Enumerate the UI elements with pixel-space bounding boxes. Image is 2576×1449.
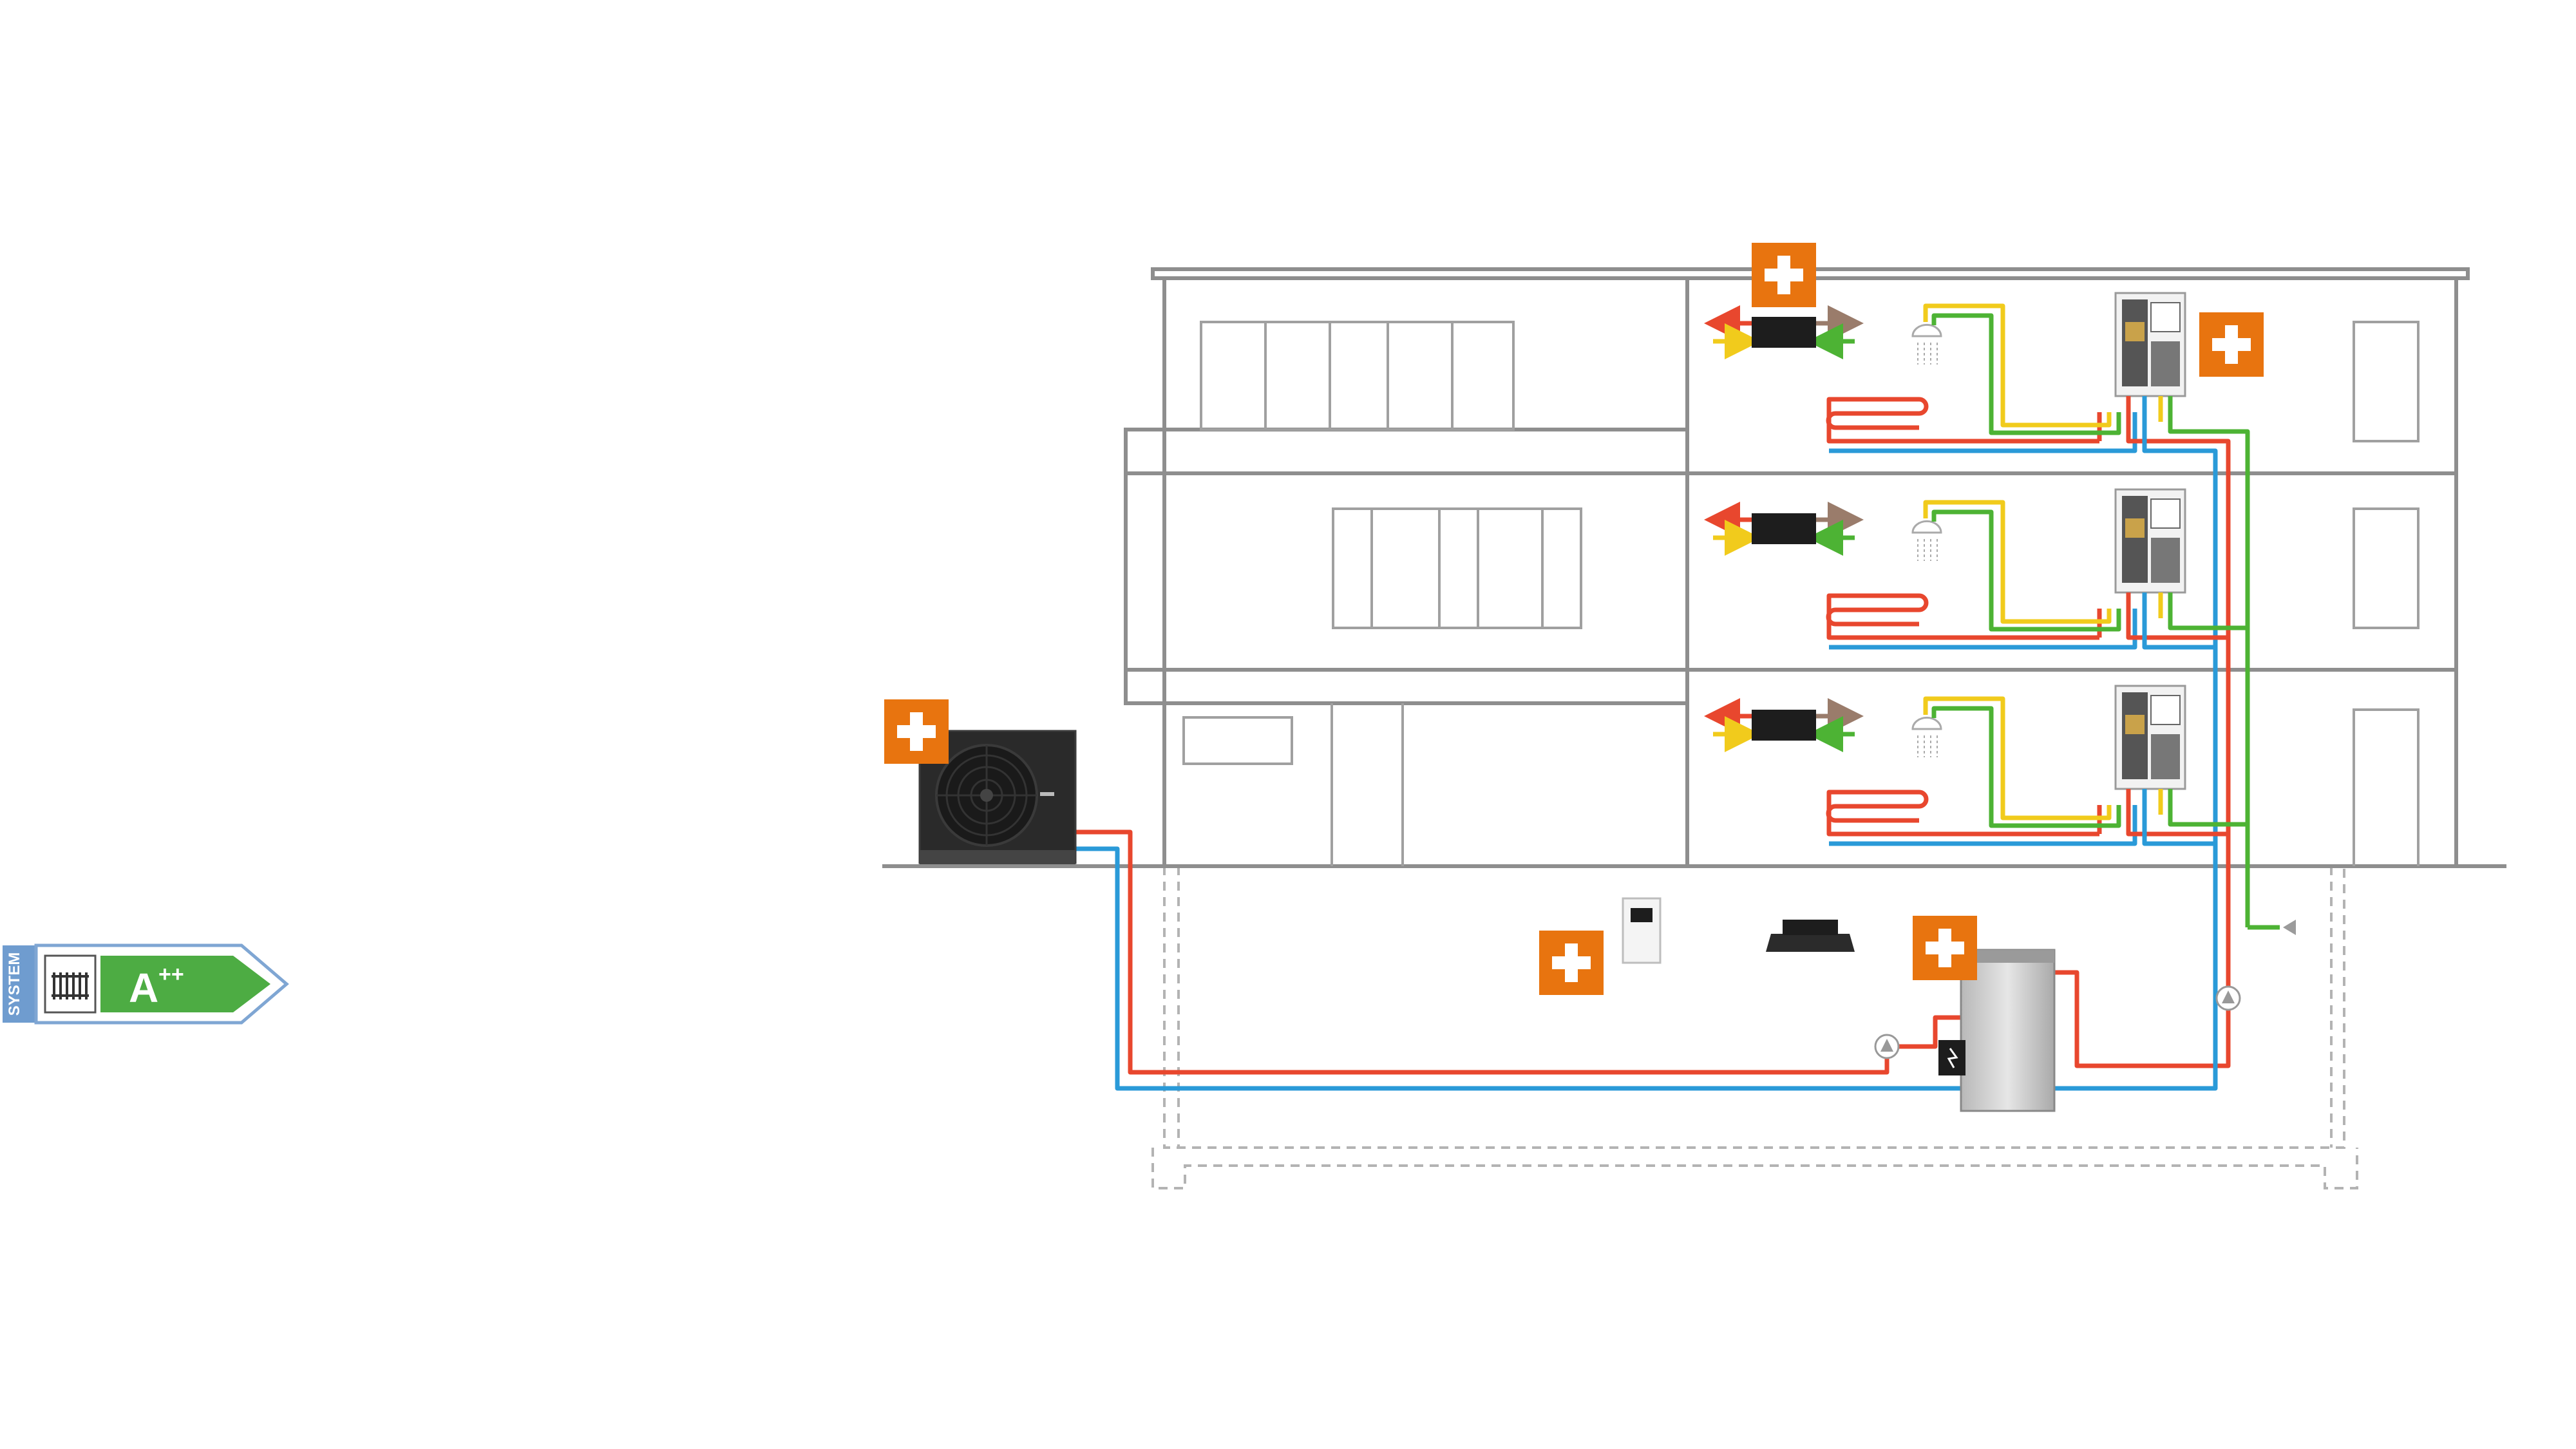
station-icon	[2114, 685, 2186, 790]
plus-icon	[1926, 929, 1964, 967]
pump-icon	[2215, 985, 2241, 1011]
storage-plus-button[interactable]	[1913, 916, 1977, 980]
ventilation-unit	[1704, 698, 1864, 752]
plus-icon	[1552, 943, 1591, 982]
ventilation-plus-button[interactable]	[1752, 243, 1816, 307]
building	[1124, 267, 2470, 868]
shower-icon	[1911, 716, 1942, 757]
station-icon	[2114, 292, 2186, 397]
controller-plus-button[interactable]	[1539, 931, 1604, 995]
energy-label-radiator-box	[44, 954, 97, 1014]
station-icon	[2114, 488, 2186, 594]
ventilation-box-icon	[1752, 513, 1816, 544]
basement-outline	[1151, 866, 2358, 1189]
energy-label-side	[3, 945, 36, 1023]
inlet-arrow-icon	[2283, 920, 2296, 935]
energy-label: SYSTEM A ++	[3, 943, 289, 1025]
heat-pump-outdoor-unit	[918, 730, 1077, 864]
ventilation-box-icon	[1752, 710, 1816, 741]
ventilation-box-icon	[1752, 317, 1816, 348]
energy-label-arrow	[100, 956, 270, 1012]
pump-icon	[1874, 1034, 1900, 1059]
floor-1	[1704, 488, 2248, 650]
energy-rating: A	[129, 965, 158, 1011]
plus-icon	[897, 712, 936, 751]
apartment-station-plus-button[interactable]	[2199, 312, 2264, 377]
fan-icon	[935, 744, 1038, 847]
shower-icon	[1911, 520, 1942, 561]
gateway-icon	[1766, 920, 1855, 952]
ventilation-unit	[1704, 305, 1864, 359]
controller-icon	[1622, 897, 1662, 964]
floor-2	[1704, 292, 2250, 927]
shower-icon	[1911, 323, 1942, 365]
plus-icon	[2212, 325, 2251, 364]
energy-rating-sup: ++	[158, 962, 184, 987]
heat-pump-plus-button[interactable]	[884, 699, 949, 764]
floor-0	[1704, 685, 2248, 846]
ventilation-unit	[1704, 502, 1864, 556]
plus-icon	[1765, 256, 1803, 294]
radiator-icon	[52, 972, 89, 999]
energy-label-side-text: SYSTEM	[6, 952, 23, 1016]
